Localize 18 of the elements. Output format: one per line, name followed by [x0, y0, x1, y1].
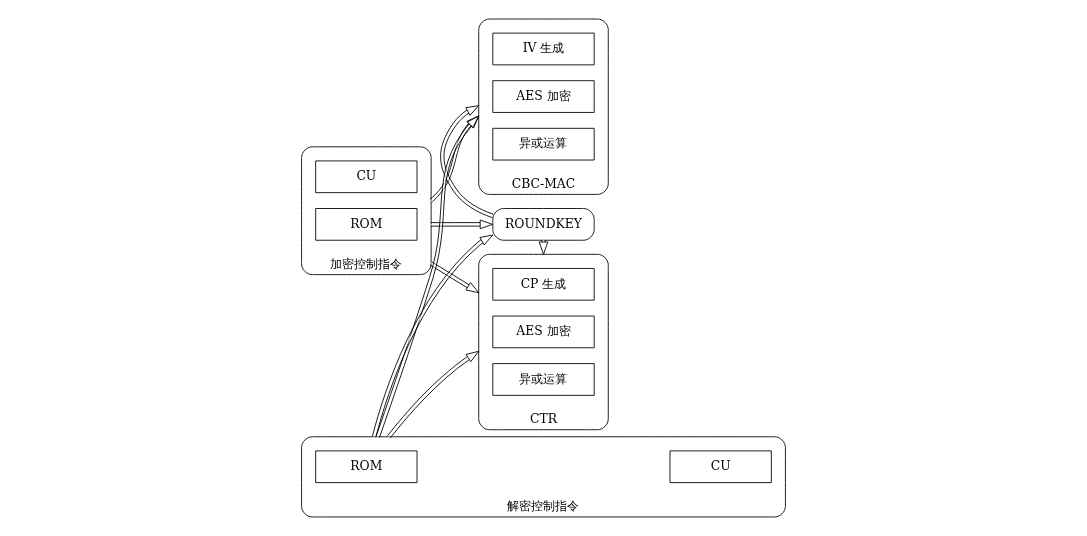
arrow	[371, 234, 494, 438]
node-box: CU	[669, 450, 772, 484]
arrow	[387, 350, 480, 439]
node-box: CP 生成	[492, 268, 595, 301]
node-box: ROM	[315, 208, 418, 241]
node-box: AES 加密	[492, 315, 595, 349]
arrow	[538, 239, 549, 255]
arrow	[440, 105, 494, 219]
node-box: CU	[315, 160, 418, 194]
arrow	[430, 219, 493, 230]
arrow	[429, 261, 480, 294]
node-box: IV 生成	[492, 32, 595, 66]
arrow	[429, 115, 480, 203]
node-box: AES 加密	[492, 80, 595, 113]
node-box: 异或运算	[492, 127, 595, 161]
arrow	[375, 115, 480, 438]
node-box: ROM	[315, 450, 418, 484]
node-box: 异或运算	[492, 363, 595, 396]
